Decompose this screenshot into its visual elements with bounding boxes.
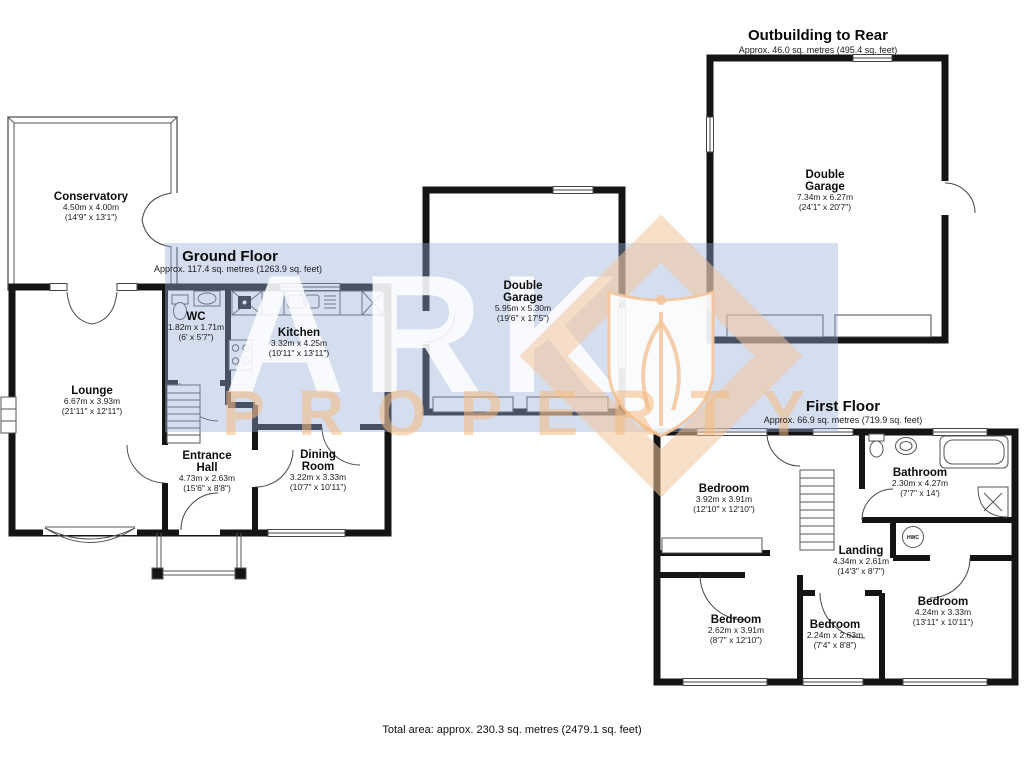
bathroom-sink: [895, 437, 917, 455]
bay-window: [43, 526, 137, 543]
porch: [151, 533, 247, 580]
staircase: [166, 384, 201, 444]
kitchen-appliance: [238, 296, 251, 309]
garage-plan: [422, 186, 626, 416]
first-floor-area: Approx. 66.9 sq. metres (719.9 sq. feet): [763, 415, 923, 425]
first-floor-doors: [699, 432, 971, 639]
bathroom-bathtub: [939, 435, 1009, 469]
kitchen-counter: [231, 290, 385, 316]
outbuilding-plan: [706, 54, 976, 344]
ground-floor-doors: [65, 281, 361, 535]
bedroom-recess: [661, 537, 763, 554]
first-floor-interior-walls: [657, 432, 1015, 682]
bathroom-toilet: [868, 433, 885, 458]
bathroom-shower: [977, 486, 1009, 518]
outbuilding-windows: [706, 54, 893, 153]
ground-floor-plan: [0, 116, 392, 580]
hwc-label: HWC: [907, 535, 919, 541]
first-floor-staircase: [799, 469, 835, 551]
first-floor-plan: HWC: [653, 428, 1019, 686]
outbuilding-vehicle-doors: [726, 314, 932, 338]
first-floor-walls: [653, 428, 1019, 686]
garage-walls: [422, 186, 626, 416]
wc-toilet: [171, 294, 189, 320]
kitchen-hob: [228, 339, 253, 371]
garage-vehicle-doors: [432, 396, 609, 413]
hwc-cylinder: HWC: [902, 526, 924, 548]
outbuilding-title: Outbuilding to Rear: [748, 27, 888, 44]
first-floor-title: First Floor: [805, 398, 881, 415]
conservatory-room: [7, 116, 179, 291]
wc-sink: [193, 290, 221, 307]
side-window: [0, 396, 17, 434]
outbuilding-walls: [706, 54, 949, 344]
outbuilding-door: [941, 181, 976, 215]
total-area-note: Total area: approx. 230.3 sq. metres (24…: [382, 724, 642, 736]
garage-door: [422, 311, 456, 344]
